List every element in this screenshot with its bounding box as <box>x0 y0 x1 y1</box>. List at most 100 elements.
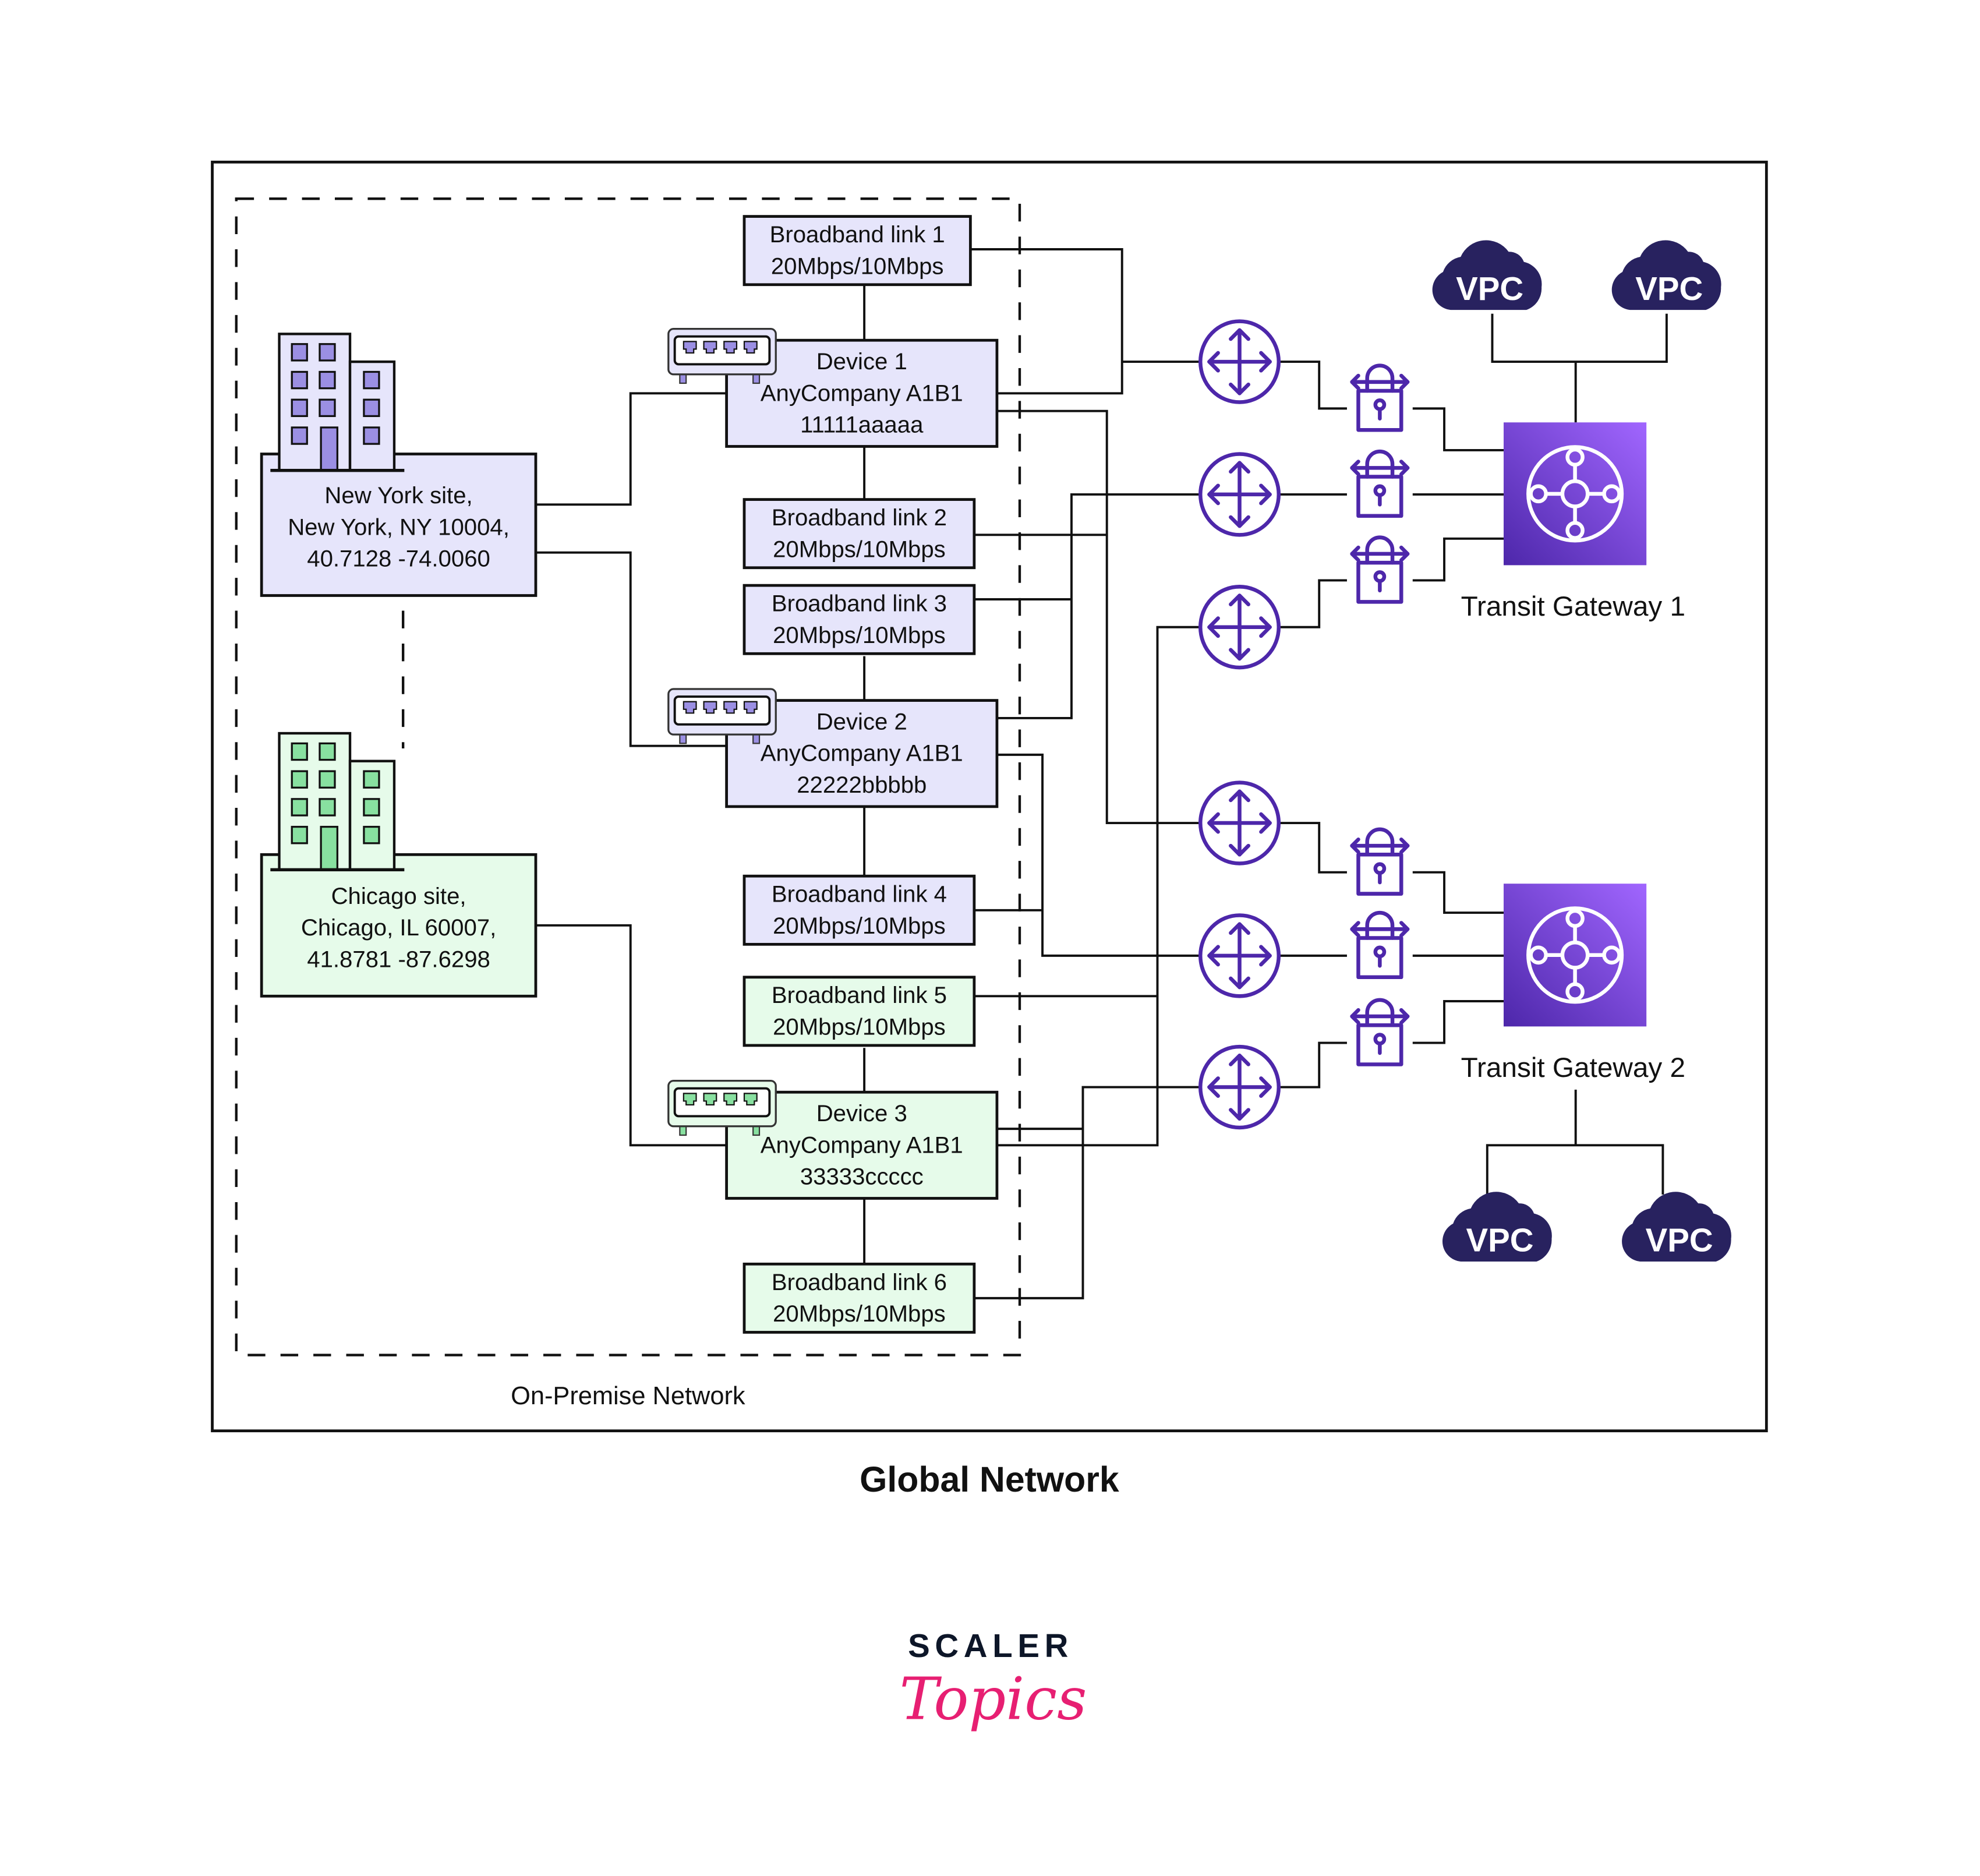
wire-device2-router5 <box>996 753 1200 957</box>
wire-bb1-router1 <box>970 248 1123 395</box>
wire-lock3-tgw1 <box>1412 537 1504 582</box>
vpc-2[interactable]: VPC <box>1611 240 1721 310</box>
network-switch-icon <box>667 688 777 744</box>
label-line: AnyCompany A1B1 <box>761 380 963 406</box>
vpn-lock-icon[interactable] <box>1350 449 1410 518</box>
vpn-lock-icon[interactable] <box>1350 910 1410 980</box>
label-line: 20Mbps/10Mbps <box>771 253 944 279</box>
scaler-topics-logo: SCALER Topics <box>900 1627 1087 1733</box>
wire-router6 <box>974 1086 1200 1299</box>
label-line: AnyCompany A1B1 <box>761 740 963 766</box>
network-switch-icon <box>667 328 777 384</box>
transit-gateway-label: Transit Gateway 2 <box>1461 1052 1685 1083</box>
device-1[interactable]: Device 1 AnyCompany A1B1 11111aaaaa <box>667 328 999 448</box>
wire-router1-lock1 <box>1279 361 1347 410</box>
network-switch-icon <box>667 1080 777 1136</box>
label-line: Broadband link 4 <box>772 881 947 907</box>
label-line: Device 2 <box>816 708 907 734</box>
label-line: 20Mbps/10Mbps <box>773 1013 946 1040</box>
vpc-4[interactable]: VPC <box>1622 1192 1731 1262</box>
logo-scaler-text: SCALER <box>908 1627 1073 1664</box>
transit-gateway-2[interactable]: Transit Gateway 2 <box>1461 884 1685 1083</box>
building-icon <box>270 732 405 872</box>
link-box <box>742 584 976 655</box>
label-line: Broadband link 1 <box>770 221 945 248</box>
on-premise-boundary <box>235 197 1021 1356</box>
link-box <box>742 976 976 1047</box>
label-line: 20Mbps/10Mbps <box>773 1301 946 1327</box>
site-chicago[interactable]: Chicago site, Chicago, IL 60007, 41.8781 -… <box>260 732 538 998</box>
vpc-label: VPC <box>1466 1222 1534 1259</box>
link-box <box>742 874 976 946</box>
wire-router3-trunk <box>996 626 1200 1147</box>
wire-ny-device1 <box>535 392 727 506</box>
vpn-lock-icon[interactable] <box>1350 998 1410 1066</box>
vpn-lock-icon[interactable] <box>1350 827 1410 896</box>
label-line: Chicago site, <box>331 883 466 909</box>
label-line: Chicago, IL 60007, <box>301 914 496 941</box>
transit-gateway-icon <box>1504 422 1647 566</box>
label-line: Device 1 <box>816 348 907 375</box>
label-line: 20Mbps/10Mbps <box>773 913 946 939</box>
wire-tgw1-vpcs <box>1491 313 1668 363</box>
vpc-label: VPC <box>1456 270 1523 307</box>
wire-ny-device2 <box>535 551 727 747</box>
router-icon[interactable] <box>1198 913 1281 998</box>
wire-lock6-tgw2 <box>1412 1000 1504 1044</box>
label-line: 41.8781 -87.6298 <box>307 946 490 972</box>
label-line: New York, NY 10004, <box>288 514 510 540</box>
global-network-title: Global Network <box>860 1460 1119 1499</box>
transit-gateway-label: Transit Gateway 1 <box>1461 591 1685 622</box>
link-box <box>742 498 976 570</box>
link-box <box>742 1262 976 1334</box>
vpc-cloud-icon <box>1442 1192 1552 1262</box>
broadband-link-4[interactable]: Broadband link 4 20Mbps/10Mbps <box>742 874 976 946</box>
label-line: 11111aaaaa <box>800 412 924 438</box>
broadband-link-1[interactable]: Broadband link 1 20Mbps/10Mbps <box>742 215 972 287</box>
vpc-3[interactable]: VPC <box>1442 1192 1552 1262</box>
router-icon[interactable] <box>1198 452 1281 537</box>
vpc-label: VPC <box>1635 270 1703 307</box>
label-line: Broadband link 3 <box>772 591 947 617</box>
wire-router2 <box>996 493 1200 719</box>
broadband-link-2[interactable]: Broadband link 2 20Mbps/10Mbps <box>742 498 976 570</box>
vpc-cloud-icon <box>1622 1192 1731 1262</box>
label-line: Broadband link 6 <box>772 1269 947 1295</box>
label-line: 20Mbps/10Mbps <box>773 536 946 562</box>
label-line: 22222bbbbb <box>797 772 927 798</box>
router-icon[interactable] <box>1198 780 1281 865</box>
wire-lock4-tgw2 <box>1412 871 1504 914</box>
transit-gateway-1[interactable]: Transit Gateway 1 <box>1461 422 1685 622</box>
wire-router3-lock3 <box>1279 579 1347 628</box>
broadband-link-6[interactable]: Broadband link 6 20Mbps/10Mbps <box>742 1262 976 1334</box>
wire-chicago-device3 <box>535 924 727 1147</box>
vpn-lock-icon[interactable] <box>1350 363 1410 432</box>
vpc-1[interactable]: VPC <box>1432 240 1542 310</box>
on-premise-label: On-Premise Network <box>511 1382 745 1410</box>
global-network-frame <box>211 160 1768 1433</box>
wire-tgw2-vpcs <box>1486 1144 1664 1195</box>
router-icon[interactable] <box>1198 585 1281 670</box>
router-icon[interactable] <box>1198 1044 1281 1130</box>
wire-lock1-tgw1 <box>1412 407 1504 451</box>
link-box <box>742 215 972 287</box>
label-line: Broadband link 2 <box>772 504 947 531</box>
site-ny[interactable]: New York site,New York, NY 10004,40.7128… <box>260 333 538 597</box>
wire-device1-router4 <box>996 409 1200 825</box>
vpn-lock-icon[interactable] <box>1350 535 1410 604</box>
label-line: AnyCompany A1B1 <box>761 1132 963 1158</box>
wire-router4-lock4 <box>1279 822 1347 874</box>
logo-topics-text: Topics <box>900 1665 1087 1733</box>
transit-gateway-icon <box>1504 884 1647 1027</box>
device-2[interactable]: Device 2 AnyCompany A1B1 22222bbbbb <box>667 688 999 808</box>
label-line: 40.7128 -74.0060 <box>307 546 490 572</box>
router-icon[interactable] <box>1198 319 1281 404</box>
vpn-attachments <box>1350 363 1410 1066</box>
label-line: Device 3 <box>816 1100 907 1126</box>
